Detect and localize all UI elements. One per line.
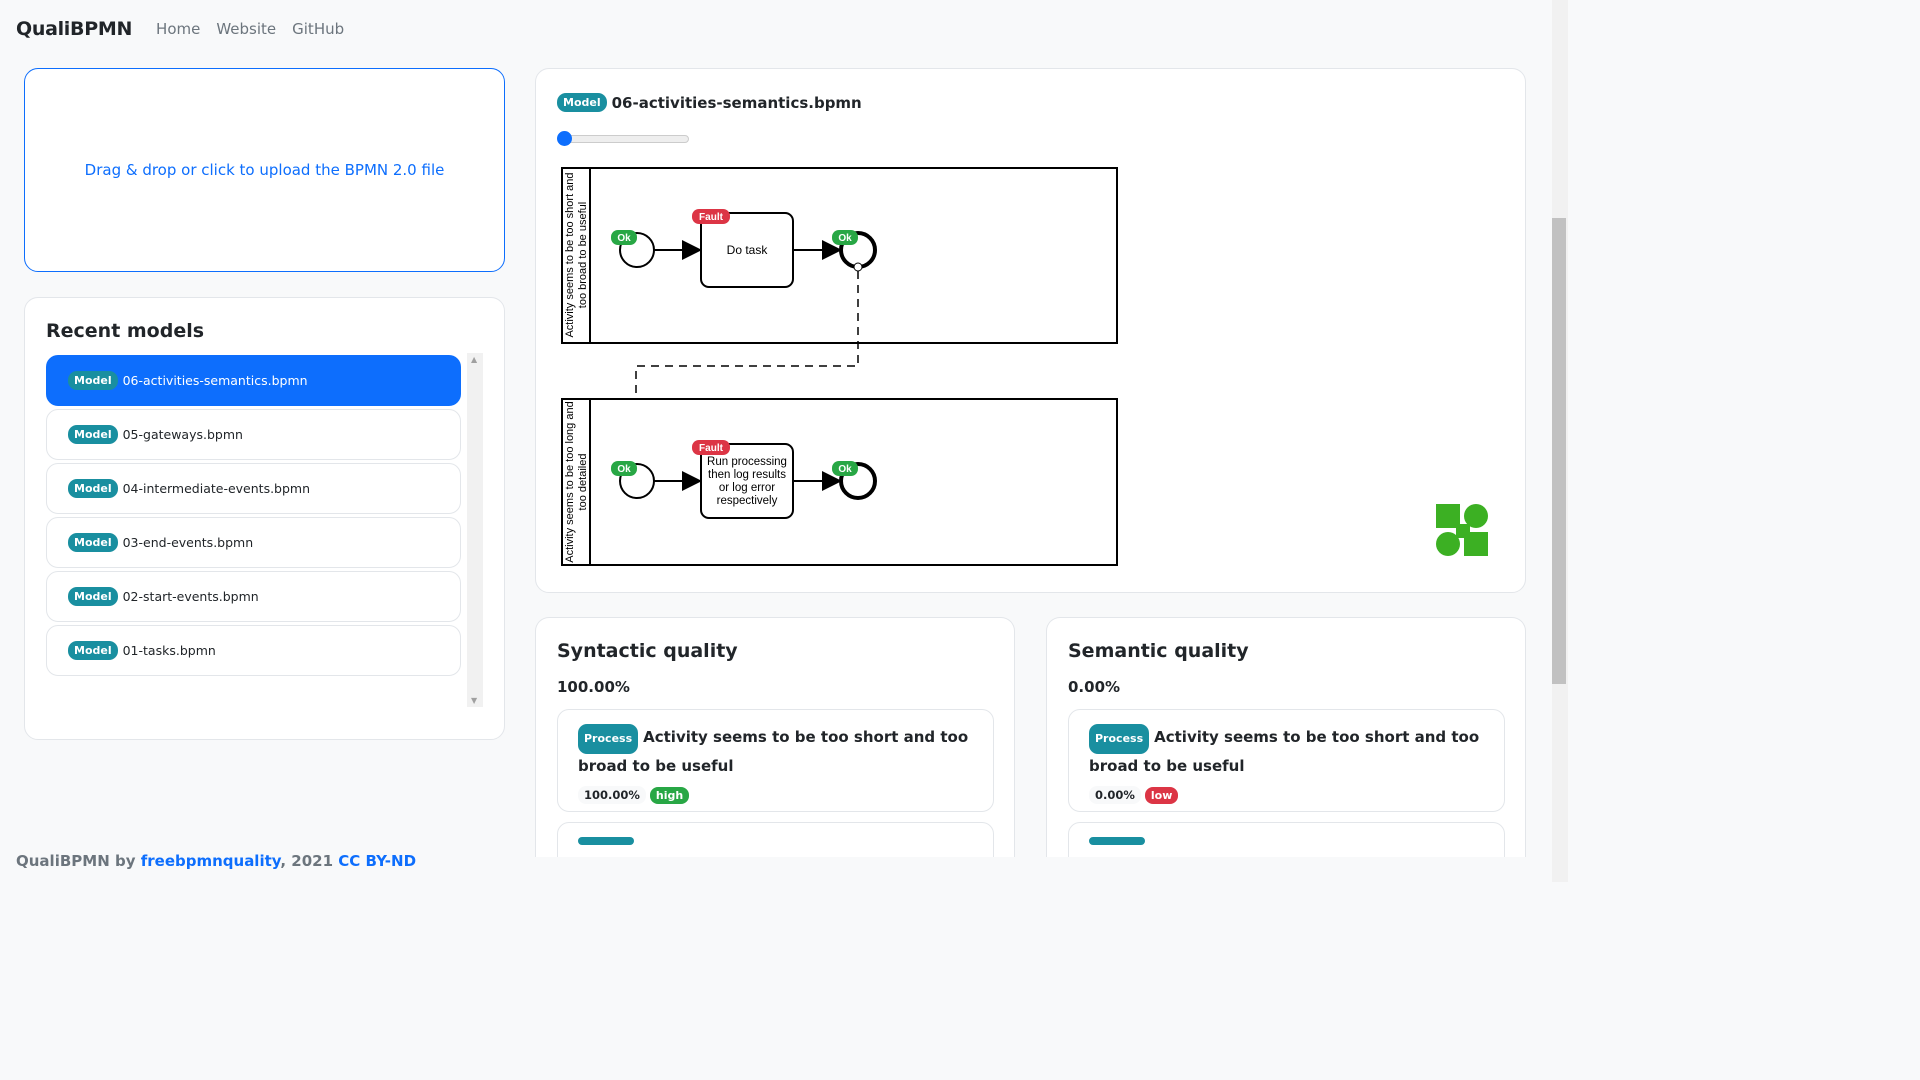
issue-percent: 0.00% xyxy=(1089,786,1141,804)
model-badge: Model xyxy=(68,641,118,660)
fault-badge: Fault xyxy=(699,443,724,454)
scroll-down-arrow-icon[interactable]: ▼ xyxy=(471,696,478,705)
model-badge: Model xyxy=(68,425,118,444)
issue-text: Activity seems to be too short and too b… xyxy=(1089,728,1480,775)
list-item[interactable]: Model 04-intermediate-events.bpmn xyxy=(46,463,461,514)
ok-badge: Ok xyxy=(617,233,631,244)
recent-models-list: Model 06-activities-semantics.bpmn Model 0… xyxy=(46,355,461,679)
syntactic-title: Syntactic quality xyxy=(557,640,738,662)
task-2-line3: or log error xyxy=(719,482,775,494)
list-item-label: 05-gateways.bpmn xyxy=(122,427,243,442)
zoom-slider-knob[interactable] xyxy=(557,131,572,146)
bpmn-diagram: Activity seems to be too short and too b… xyxy=(561,167,1118,566)
model-badge: Model xyxy=(68,371,118,390)
ok-badge: Ok xyxy=(617,464,631,475)
list-item-label: 04-intermediate-events.bpmn xyxy=(122,481,311,496)
list-item-label: 01-tasks.bpmn xyxy=(122,643,216,658)
model-badge: Model xyxy=(68,587,118,606)
semantic-title: Semantic quality xyxy=(1068,640,1249,662)
issue-meta: 100.00% high xyxy=(578,786,973,804)
task-2-line2: then log results xyxy=(708,469,786,481)
model-badge: Model xyxy=(557,93,607,112)
lane-2-label-line1: Activity seems to be too long and xyxy=(564,401,576,562)
zoom-slider[interactable] xyxy=(557,131,689,146)
brand-link[interactable]: QualiBPMN xyxy=(16,18,133,40)
list-item-label: 06-activities-semantics.bpmn xyxy=(122,373,308,388)
level-badge-low: low xyxy=(1144,786,1179,804)
footer-year: , 2021 xyxy=(280,852,334,870)
fault-badge: Fault xyxy=(699,212,724,223)
issue-card xyxy=(557,822,994,857)
list-item-label: 02-start-events.bpmn xyxy=(122,589,259,604)
model-badge: Model xyxy=(68,479,118,498)
lane-1-label-line2: too broad to be useful xyxy=(577,202,589,308)
author-link[interactable]: freebpmnquality xyxy=(140,852,281,870)
recent-models-title: Recent models xyxy=(46,320,205,342)
scroll-up-arrow-icon[interactable]: ▲ xyxy=(471,355,478,364)
nav-github-link[interactable]: GitHub xyxy=(292,20,345,38)
task-1-label: Do task xyxy=(727,243,769,257)
lane-1-label-line1: Activity seems to be too short and xyxy=(564,172,576,337)
list-item[interactable]: Model 06-activities-semantics.bpmn xyxy=(46,355,461,406)
nav-website-link[interactable]: Website xyxy=(216,20,277,38)
recent-models-card: Recent models Model 06-activities-semanti… xyxy=(24,297,505,740)
list-item-label: 03-end-events.bpmn xyxy=(122,535,254,550)
navbar: QualiBPMN Home Website GitHub xyxy=(0,0,1552,58)
process-badge: Process xyxy=(578,724,639,754)
semantic-value: 0.00% xyxy=(1068,678,1121,696)
list-item[interactable]: Model 05-gateways.bpmn xyxy=(46,409,461,460)
page-scrollbar-thumb[interactable] xyxy=(1552,218,1566,684)
model-title: Model 06-activities-semantics.bpmn xyxy=(557,93,862,112)
upload-dropzone[interactable]: Drag & drop or click to upload the BPMN … xyxy=(24,68,505,272)
list-item[interactable]: Model 01-tasks.bpmn xyxy=(46,625,461,676)
pool-1: Activity seems to be too short and too b… xyxy=(561,167,1118,344)
footer: QualiBPMN by freebpmnquality, 2021 CC BY… xyxy=(16,852,416,870)
lane-2-label-line2: too detailed xyxy=(577,454,589,511)
model-badge: Model xyxy=(68,533,118,552)
task-2-line1: Run processing xyxy=(707,456,787,468)
issue-percent: 100.00% xyxy=(578,786,646,804)
nav-home-link[interactable]: Home xyxy=(156,20,201,38)
model-viewer-card: Model 06-activities-semantics.bpmn Activ… xyxy=(535,68,1526,593)
pool-2: Activity seems to be too long and too de… xyxy=(561,398,1118,566)
model-filename: 06-activities-semantics.bpmn xyxy=(611,93,862,112)
level-badge-high: high xyxy=(649,786,690,804)
license-link[interactable]: CC BY-ND xyxy=(338,852,417,870)
ok-badge: Ok xyxy=(838,464,852,475)
task-2-line4: respectively xyxy=(717,495,778,507)
ok-badge: Ok xyxy=(838,233,852,244)
footer-prefix: QualiBPMN by xyxy=(16,852,136,870)
qualibpmn-logo-icon xyxy=(1436,504,1488,556)
upload-text: Drag & drop or click to upload the BPMN … xyxy=(84,161,445,179)
process-badge: Process xyxy=(1089,724,1150,754)
recent-list-scrollbar[interactable]: ▲ ▼ xyxy=(467,353,483,707)
issue-meta: 0.00% low xyxy=(1089,786,1484,804)
issue-text: Activity seems to be too short and too b… xyxy=(578,728,969,775)
issue-card xyxy=(1068,822,1505,857)
process-badge xyxy=(578,837,634,845)
process-badge xyxy=(1089,837,1145,845)
list-item[interactable]: Model 03-end-events.bpmn xyxy=(46,517,461,568)
syntactic-value: 100.00% xyxy=(557,678,630,696)
list-item[interactable]: Model 02-start-events.bpmn xyxy=(46,571,461,622)
